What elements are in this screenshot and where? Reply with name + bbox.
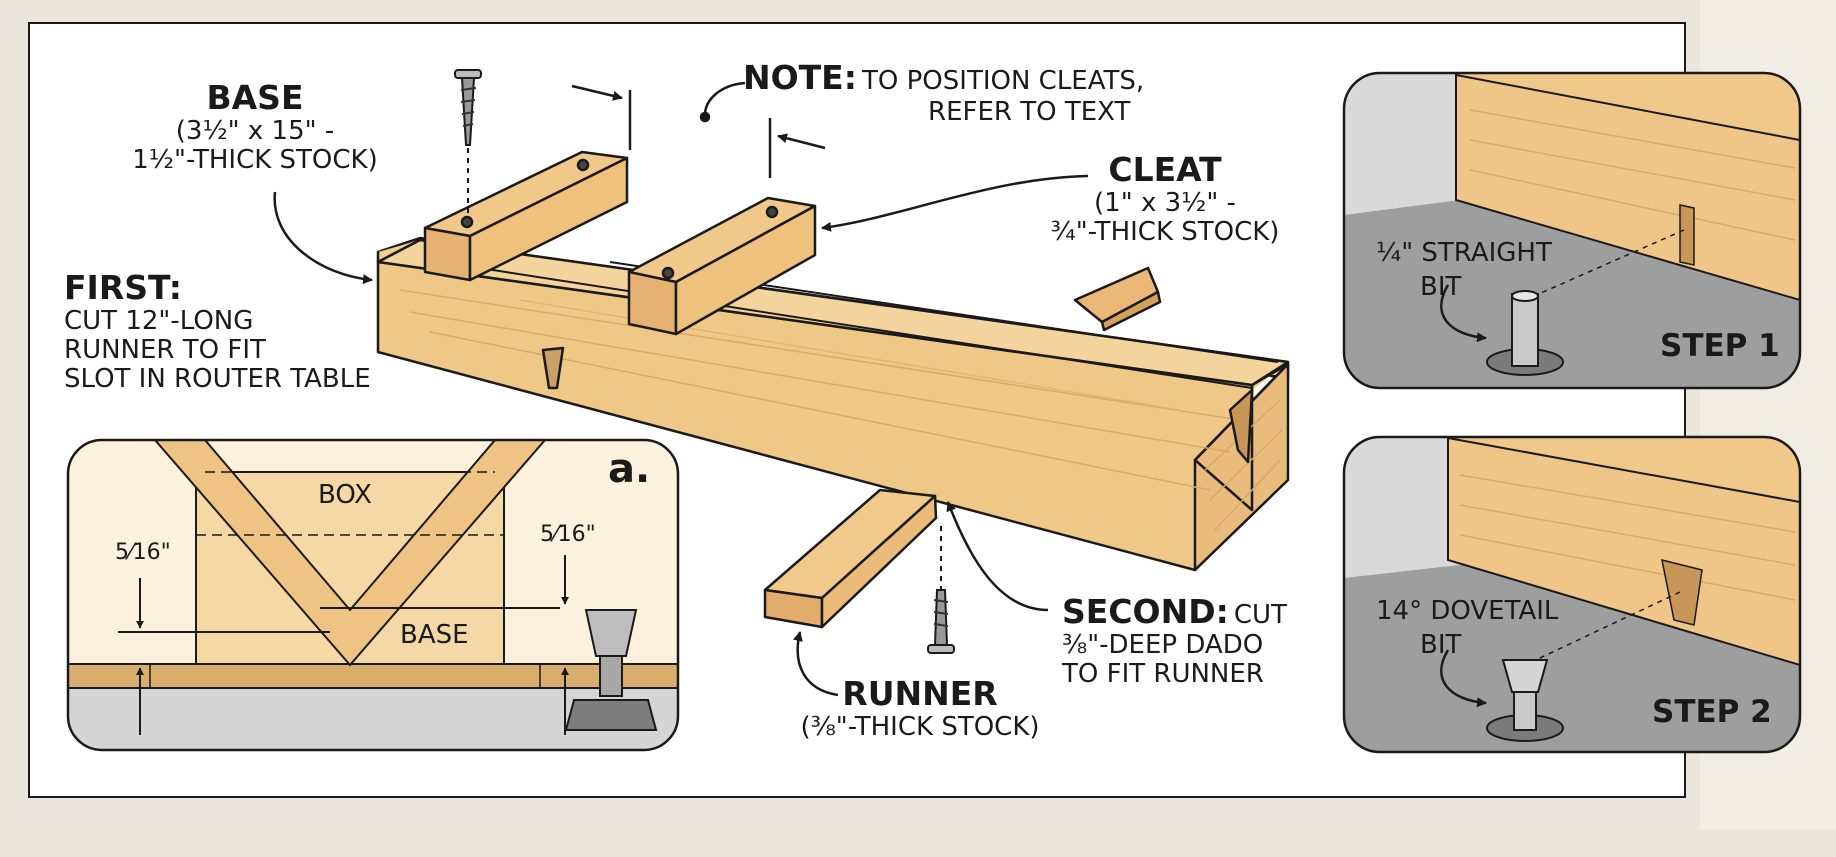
second-title-rest: CUT xyxy=(1233,600,1287,630)
cleat-line1: (1" x 3½" - xyxy=(1094,187,1236,218)
first-line1: CUT 12"-LONG xyxy=(64,305,254,336)
second-title: SECOND: xyxy=(1062,592,1229,631)
dovetail-bit-a xyxy=(564,609,658,731)
note-line2: REFER TO TEXT xyxy=(928,97,1131,127)
note-line1: TO POSITION CLEATS, xyxy=(862,66,1145,96)
step-2-panel xyxy=(1344,437,1800,752)
runner-line1: (⅜"-THICK STOCK) xyxy=(800,711,1040,742)
runner-title: RUNNER xyxy=(842,674,998,713)
second-line2: TO FIT RUNNER xyxy=(1062,659,1264,690)
first-line2: RUNNER TO FIT xyxy=(64,335,266,366)
label-base: BASE (3½" x 15" - 1½"-THICK STOCK) xyxy=(130,78,380,176)
step2-line1: 14° DOVETAIL xyxy=(1376,596,1559,626)
step-1-panel xyxy=(1344,73,1800,388)
base-line1: (3½" x 15" - xyxy=(175,115,335,146)
step1-line1: ¼" STRAIGHT xyxy=(1376,238,1552,268)
label-runner: RUNNER (⅜"-THICK STOCK) xyxy=(770,674,1070,742)
first-line3: SLOT IN ROUTER TABLE xyxy=(64,364,371,395)
second-line1: ⅜"-DEEP DADO xyxy=(1062,629,1264,660)
label-note: NOTE: TO POSITION CLEATS, xyxy=(743,58,1145,97)
first-title: FIRST: xyxy=(64,268,182,307)
inset-a xyxy=(68,440,678,750)
step1-line2: BIT xyxy=(1420,272,1462,302)
cleat-title: CLEAT xyxy=(1108,150,1222,189)
screw-top xyxy=(454,69,482,218)
screw-bottom xyxy=(927,526,955,654)
cleat-line2: ¾"-THICK STOCK) xyxy=(1050,217,1280,248)
label-cleat: CLEAT (1" x 3½" - ¾"-THICK STOCK) xyxy=(1030,150,1300,248)
inset-a-dim-right: 5⁄16" xyxy=(540,522,596,547)
label-second: SECOND: CUT ⅜"-DEEP DADO TO FIT RUNNER xyxy=(1062,592,1287,690)
base-line2: 1½"-THICK STOCK) xyxy=(132,145,378,176)
inset-a-base-label: BASE xyxy=(400,620,469,650)
inset-a-tag: a. xyxy=(608,446,651,492)
callout-arrows xyxy=(273,81,1089,697)
inset-a-box-label: BOX xyxy=(318,480,372,510)
step2-line2: BIT xyxy=(1420,630,1462,660)
note-title: NOTE: xyxy=(743,58,857,97)
step1-title: STEP 1 xyxy=(1660,328,1780,364)
base-title: BASE xyxy=(206,78,304,117)
label-first: FIRST: CUT 12"-LONG RUNNER TO FIT SLOT I… xyxy=(64,268,371,395)
step2-title: STEP 2 xyxy=(1652,694,1772,730)
inset-a-dim-left: 5⁄16" xyxy=(115,540,171,565)
main-jig xyxy=(376,150,1290,629)
background-strip-bottom xyxy=(0,830,1836,857)
